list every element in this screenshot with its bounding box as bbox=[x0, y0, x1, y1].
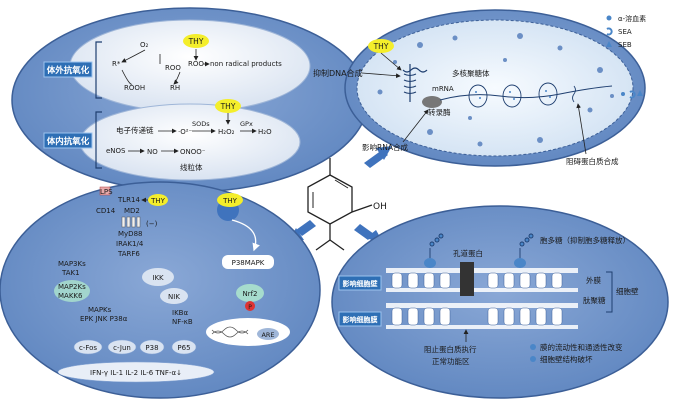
thy-badge-vivo-text: THY bbox=[220, 102, 236, 111]
affect-membrane-label-box bbox=[338, 311, 382, 327]
exopolysaccharide-label: 胞多糖（抑制胞多糖释放） bbox=[540, 235, 630, 245]
thy-badge-cell-text: THY bbox=[373, 42, 389, 51]
sod-label: SODs bbox=[192, 120, 210, 128]
thy-badge-vitro bbox=[183, 34, 209, 48]
enos-label: eNOS bbox=[106, 147, 126, 155]
radical-label: R* bbox=[112, 60, 121, 68]
in-vitro-label: 体外抗氧化 bbox=[47, 65, 90, 76]
thy-badge-nrf2 bbox=[217, 193, 243, 207]
peroxynitrite-label: ONOO⁻ bbox=[180, 148, 206, 156]
o2-label: O₂ bbox=[140, 41, 149, 49]
legend-sea: SEA bbox=[618, 28, 632, 36]
mitochondria-label: 线粒体 bbox=[180, 162, 203, 172]
roo-label: ROO bbox=[165, 64, 181, 72]
phospho-label: P bbox=[248, 304, 252, 311]
in-vivo-label: 体内抗氧化 bbox=[47, 136, 90, 147]
thy-badge-cell bbox=[368, 39, 394, 53]
sea-legend-icon bbox=[606, 27, 613, 36]
epk-label: EPK JNK P38α bbox=[80, 315, 128, 323]
tlr4-label: TLR14 bbox=[117, 196, 140, 204]
makk6-label: MAKK6 bbox=[58, 292, 83, 300]
anti-inflammatory-panel: LPS TLR14 THY CD14 MD2 (−) MyD88 IRAK1/4… bbox=[0, 181, 321, 399]
superoxide-label: ·O²⁻ bbox=[178, 128, 193, 136]
h2o2-label: H₂O₂ bbox=[218, 128, 235, 136]
gpx-label: GPx bbox=[240, 120, 253, 128]
mapks-label: MAPKs bbox=[88, 306, 112, 314]
transcriptase-label: 转录酶 bbox=[428, 107, 451, 117]
cell-wall-label: 细胞壁 bbox=[616, 286, 639, 296]
normal-function-label: 正常功能区 bbox=[432, 356, 470, 366]
ikba-label: IKBα bbox=[172, 309, 188, 317]
no-label: NO bbox=[147, 148, 158, 156]
legend-hemolysin: α-溶血素 bbox=[618, 14, 646, 23]
outer-membrane-label: 外膜 bbox=[586, 275, 601, 285]
affect-membrane-label: 影响细胞膜 bbox=[343, 315, 378, 324]
thy-badge-vivo bbox=[215, 99, 241, 113]
non-radical-label: non radical products bbox=[210, 60, 282, 68]
h2o-label: H₂O bbox=[258, 128, 272, 136]
roo2-label: ROO bbox=[188, 60, 204, 68]
in-vitro-label-box bbox=[43, 61, 93, 78]
irak-label: IRAK1/4 bbox=[116, 240, 144, 248]
nfkb-label: NF-κB bbox=[172, 318, 193, 326]
electron-chain-label: 电子传递链 bbox=[116, 125, 154, 135]
cytokines-label: IFN-γ IL-1 IL-2 IL-6 TNF-α↓ bbox=[90, 369, 182, 377]
in-vivo-label-box bbox=[43, 132, 93, 149]
hemolysin-legend-icon bbox=[606, 15, 612, 21]
p65-label: P65 bbox=[177, 344, 190, 352]
block-protein-label: 阻碍蛋白质合成 bbox=[566, 156, 619, 166]
thy-badge-nrf2-text: THY bbox=[222, 197, 238, 205]
p38-label: P38 bbox=[145, 344, 158, 352]
thy-badge-tlr bbox=[148, 194, 168, 206]
nik-label: NIK bbox=[168, 293, 180, 301]
p38mapk-label: P38MAPK bbox=[232, 259, 265, 267]
phospho-badge bbox=[245, 301, 255, 311]
inhibit-sign: (−) bbox=[146, 220, 158, 228]
cjun-label: c-Jun bbox=[113, 344, 131, 352]
thy-badge-tlr-text: THY bbox=[150, 197, 166, 205]
toxin-legend: α-溶血素 SEA SEB bbox=[606, 14, 646, 49]
polysome-label: 多核聚糖体 bbox=[452, 68, 490, 78]
legend-seb: SEB bbox=[618, 41, 632, 49]
legend-wall-damage: 细胞壁结构破坏 bbox=[540, 354, 593, 364]
legend-fluidity-icon bbox=[530, 344, 536, 350]
inhibit-dna-label: 抑制DNA合成 bbox=[313, 68, 363, 78]
tarf6-label: TARF6 bbox=[117, 250, 140, 258]
seb-legend-icon bbox=[606, 41, 612, 47]
legend-fluidity: 膜的流动性和通透性改变 bbox=[540, 342, 623, 352]
pore-protein-label: 孔道蛋白 bbox=[453, 248, 483, 258]
rooh-label: ROOH bbox=[124, 84, 145, 92]
rh-label: RH bbox=[170, 84, 180, 92]
md2-label: MD2 bbox=[124, 207, 140, 215]
affect-wall-label-box bbox=[338, 275, 382, 291]
peptidoglycan-label: 肽聚糖 bbox=[583, 295, 606, 305]
mrna-label: mRNA bbox=[432, 85, 454, 93]
are-label: ARE bbox=[261, 331, 274, 339]
myd88-label: MyD88 bbox=[118, 230, 142, 238]
map3k-label: MAP3Ks bbox=[58, 260, 86, 268]
thy-badge-vitro-text: THY bbox=[188, 37, 204, 46]
stop-protein-label: 阻止蛋白质执行 bbox=[424, 344, 477, 354]
cd14-label: CD14 bbox=[96, 207, 116, 215]
pore-protein bbox=[460, 262, 474, 296]
antioxidant-panel: 体外抗氧化 体内抗氧化 THY O₂ R* ROO ROOH RH ROO no… bbox=[11, 7, 369, 193]
center-molecule: OH bbox=[307, 158, 387, 251]
tak1-label: TAK1 bbox=[61, 269, 80, 277]
cfos-label: c-Fos bbox=[79, 344, 97, 352]
nrf2-label: Nrf2 bbox=[242, 290, 257, 298]
map2k-label: MAP2Ks bbox=[58, 283, 86, 291]
lps-label: LPS bbox=[100, 188, 113, 196]
hydroxyl-label: OH bbox=[373, 202, 387, 212]
affect-rna-label: 影响RNA合成 bbox=[362, 142, 408, 152]
cell-membrane-panel: 孔道蛋白 胞多糖（抑制胞多糖释放） 外膜 细胞壁 肽聚糖 影响细胞壁 影响细胞膜… bbox=[331, 205, 669, 399]
affect-wall-label: 影响细胞壁 bbox=[343, 279, 378, 288]
ikk-label: IKK bbox=[152, 274, 164, 282]
bacterial-cell-panel: THY 抑制DNA合成 mRNA 转录酶 多核聚糖体 影响RNA合成 阻碍蛋白质… bbox=[313, 9, 646, 167]
legend-wall-damage-icon bbox=[530, 356, 536, 362]
